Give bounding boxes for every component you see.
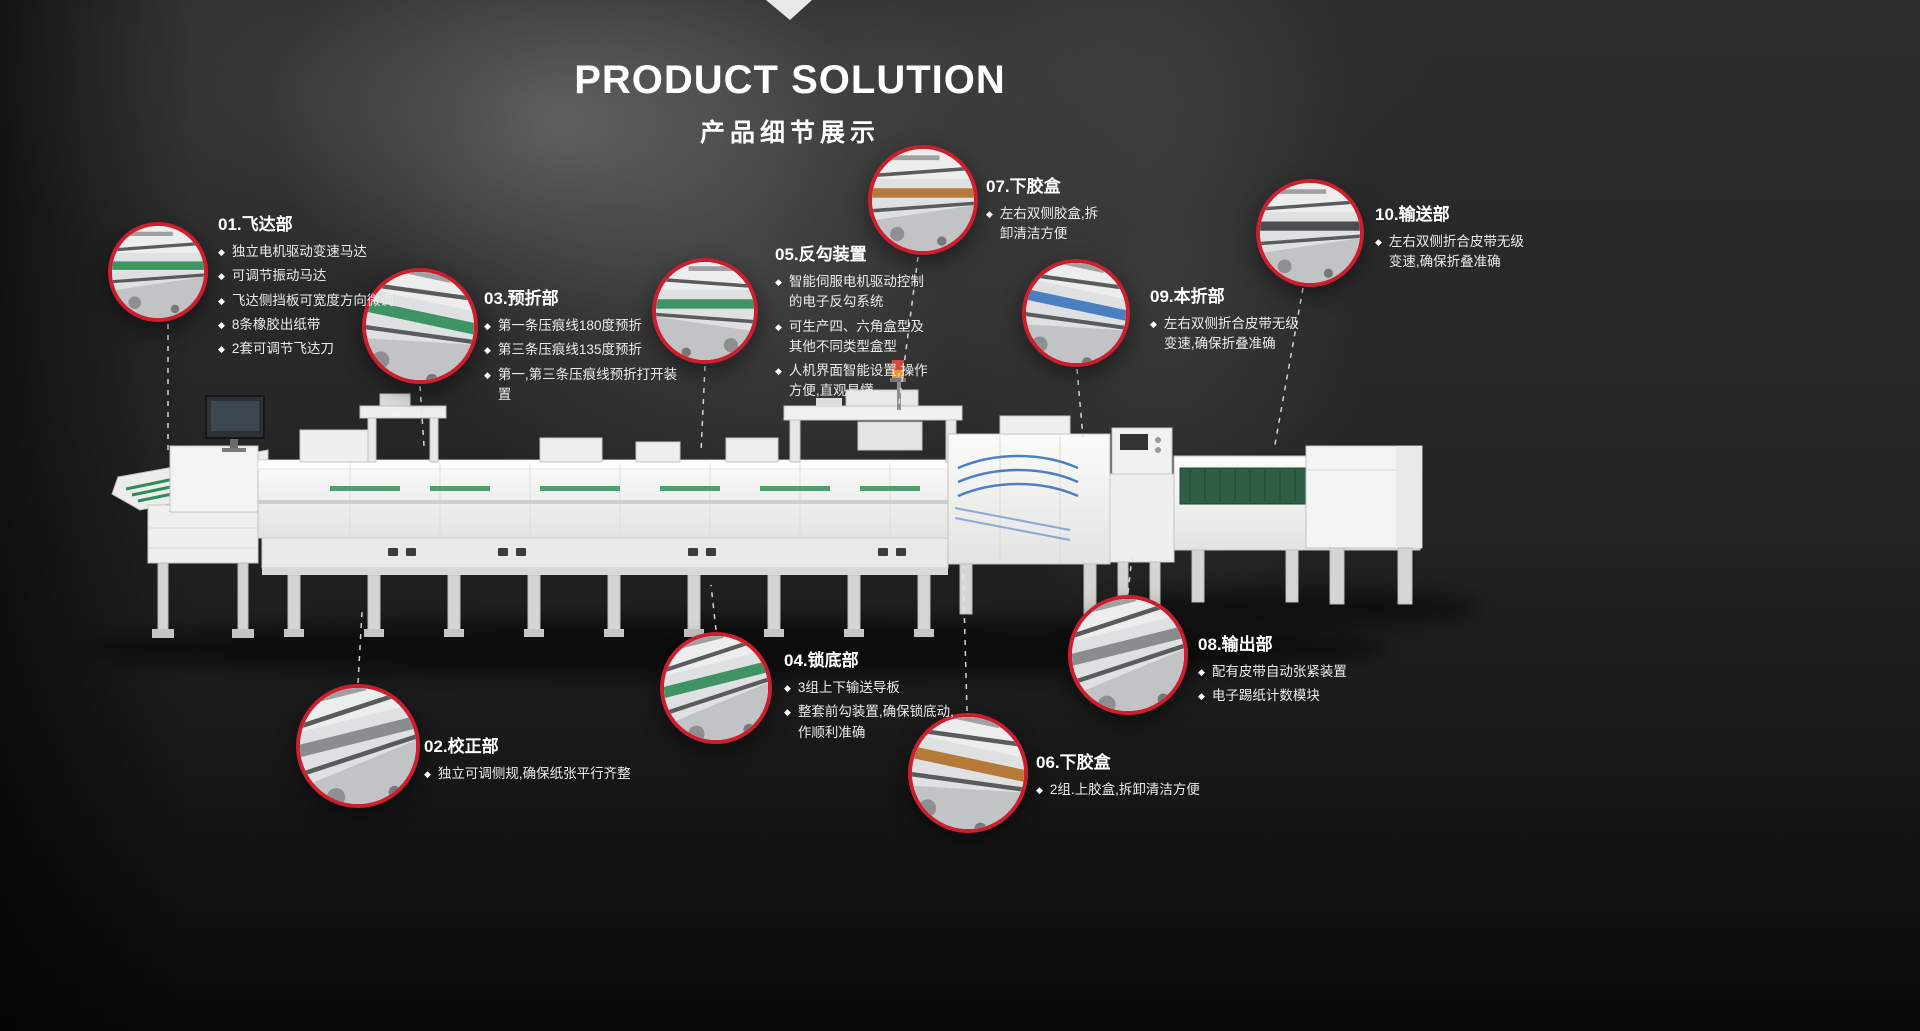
callout-03-photo [362,268,478,384]
callout-bullet: 配有皮带自动张紧装置 [1211,664,1347,679]
diamond-bullet-icon: ◆ [1150,319,1157,329]
diamond-bullet-icon: ◆ [218,319,225,330]
callout-bullet: 2组.上胶盒,拆卸清洁方便 [1049,782,1200,797]
callout-title: 10.输送部 [1375,205,1450,224]
callout-05-text: 05.反勾装置 ◆ 智能伺服电机驱动控制的电子反勾系统 ◆ 可生产四、六角盒型及其他… [775,240,930,406]
callout-title: 06.下胶盒 [1036,753,1111,772]
callout-bullet: 第一,第三条压痕线预折打开装置 [497,366,678,402]
diamond-bullet-icon: ◆ [1375,237,1382,247]
connector-02 [357,611,363,684]
connector-04 [710,584,717,631]
callout-title: 05.反勾装置 [775,245,867,264]
callout-bullet: 左右双侧折合皮带无级变速,确保折叠准确 [1163,316,1299,352]
callout-10-text: 10.输送部 ◆ 左右双侧折合皮带无级变速,确保折叠准确 [1375,200,1525,277]
connector-05 [700,365,706,453]
diamond-bullet-icon: ◆ [775,321,782,332]
callout-09-text: 09.本折部 ◆ 左右双侧折合皮带无级变速,确保折叠准确 [1150,282,1300,359]
callout-title: 01.飞达部 [218,215,293,234]
folder-gluer-machine [111,360,1423,638]
callout-bullet: 飞达侧挡板可宽度方向微调 [231,292,394,308]
callout-08-photo [1068,595,1188,715]
callout-08-text: 08.输出部 ◆ 配有皮带自动张紧装置 ◆ 电子踢纸计数模块 [1198,630,1383,711]
callout-06-text: 06.下胶盒 ◆ 2组.上胶盒,拆卸清洁方便 [1036,748,1276,804]
machinery-photo-graphic [1256,179,1364,287]
callout-10-photo [1256,179,1364,287]
page-title: PRODUCT SOLUTION [574,58,1006,102]
diamond-bullet-icon: ◆ [424,769,431,779]
callout-bullet: 人机界面智能设置,操作方便,直观易懂。 [788,363,928,399]
callout-07-text: 07.下胶盒 ◆ 左右双侧胶盒,拆卸清洁方便 [986,172,1111,249]
machinery-photo-graphic [868,145,978,255]
diamond-bullet-icon: ◆ [218,344,225,354]
machinery-photo-graphic [660,632,772,744]
callout-bullet: 独立电机驱动变速马达 [231,244,367,259]
callout-01-text: 01.飞达部 ◆ 独立电机驱动变速马达 ◆ 可调节振动马达 ◆ 飞达侧挡板可宽度方向微… [218,210,433,363]
diamond-bullet-icon: ◆ [218,271,225,282]
diamond-bullet-icon: ◆ [1036,785,1043,795]
diamond-bullet-icon: ◆ [1198,667,1205,677]
callout-title: 03.预折部 [484,289,559,308]
callout-bullet: 智能伺服电机驱动控制的电子反勾系统 [788,274,924,310]
callout-bullet: 第三条压痕线135度预折 [497,342,642,358]
callout-bullet: 可生产四、六角盒型及其他不同类型盒型 [788,318,924,354]
callout-title: 08.输出部 [1198,635,1273,654]
machinery-photo-graphic [296,684,420,808]
callout-04-text: 04.锁底部 ◆ 3组上下输送导板 ◆ 整套前勾装置,确保锁底动,作顺利准确 [784,646,964,747]
machinery-photo-graphic [1022,259,1130,367]
diamond-bullet-icon: ◆ [1198,691,1205,702]
connector-06 [962,565,968,712]
machinery-photo-graphic [1068,595,1188,715]
callout-bullet: 左右双侧折合皮带无级变速,确保折叠准确 [1388,234,1524,270]
connector-07 [896,256,919,421]
callout-bullet: 2套可调节飞达刀 [231,341,334,356]
callout-title: 07.下胶盒 [986,177,1061,196]
callout-05-photo [652,258,758,364]
callout-bullet: 8条橡胶出纸带 [231,316,321,332]
diamond-bullet-icon: ◆ [218,295,225,306]
callout-03-text: 03.预折部 ◆ 第一条压痕线180度预折 ◆ 第三条压痕线135度预折 ◆ 第一,第… [484,284,689,409]
diamond-bullet-icon: ◆ [784,707,791,718]
callout-02-photo [296,684,420,808]
diamond-bullet-icon: ◆ [484,369,491,380]
connector-09 [1076,368,1084,439]
callout-title: 02.校正部 [424,737,499,756]
callout-title: 04.锁底部 [784,651,859,670]
callout-bullet: 左右双侧胶盒,拆卸清洁方便 [999,206,1099,242]
callout-bullet: 可调节振动马达 [231,268,327,284]
callout-title: 09.本折部 [1150,287,1225,306]
diamond-bullet-icon: ◆ [775,277,782,287]
diamond-bullet-icon: ◆ [775,366,782,376]
diamond-bullet-icon: ◆ [484,345,491,356]
callout-bullet: 独立可调侧规,确保纸张平行齐整 [437,766,631,781]
callout-02-text: 02.校正部 ◆ 独立可调侧规,确保纸张平行齐整 [424,732,659,788]
page-subtitle: 产品细节展示 [699,119,880,147]
machinery-photo-graphic [108,222,208,322]
diamond-bullet-icon: ◆ [484,321,491,331]
callout-06-photo [908,713,1028,833]
callout-bullet: 电子踢纸计数模块 [1211,688,1320,704]
callout-01-photo [108,222,208,322]
diamond-bullet-icon: ◆ [218,247,225,257]
callout-04-photo [660,632,772,744]
diamond-bullet-icon: ◆ [784,683,791,693]
callout-09-photo [1022,259,1130,367]
machine-shadow-right [1120,588,1480,628]
callout-bullet: 整套前勾装置,确保锁底动,作顺利准确 [797,704,954,740]
callout-bullet: 第一条压痕线180度预折 [497,318,642,333]
section-header: PRODUCT SOLUTION 产品细节展示 [540,58,1040,149]
callout-07-photo [868,145,978,255]
callout-bullet: 3组上下输送导板 [797,680,900,695]
diamond-bullet-icon: ◆ [986,209,993,219]
